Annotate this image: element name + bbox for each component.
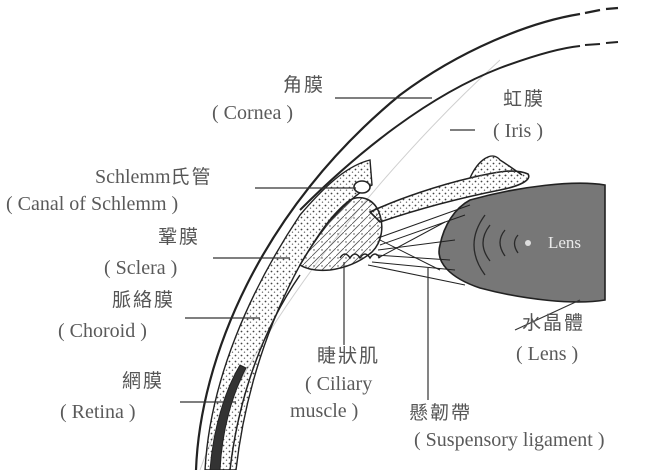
- choroid-label-cn: 脈絡膜: [112, 289, 175, 311]
- lens-center: [525, 240, 531, 246]
- lens-label-cn: 水晶體: [522, 312, 585, 334]
- sclera-label-en: ( Sclera ): [104, 257, 177, 279]
- iris-label-en: ( Iris ): [493, 120, 543, 142]
- cornea-label-en: ( Cornea ): [212, 102, 293, 124]
- canal-of-schlemm: [354, 181, 370, 193]
- choroid-label-en: ( Choroid ): [58, 320, 147, 342]
- lens-label-en: ( Lens ): [516, 343, 578, 365]
- ciliary-label-cn: 睫狀肌: [317, 345, 380, 367]
- retina-label-en: ( Retina ): [60, 401, 136, 423]
- ciliary-label-en2: muscle ): [290, 400, 358, 422]
- suspensory-label-en: ( Suspensory ligament ): [414, 429, 605, 451]
- canal-label-cn: Schlemm氏管: [95, 165, 213, 188]
- ciliary-label-en1: ( Ciliary: [305, 373, 372, 395]
- lens-inner-label: Lens: [548, 232, 581, 254]
- cornea-label-cn: 角膜: [283, 74, 325, 96]
- canal-label-cn-text: 氏管: [171, 166, 213, 188]
- retina-label-cn: 網膜: [122, 370, 164, 392]
- iris-tip: [470, 156, 522, 178]
- iris-label-cn: 虹膜: [503, 88, 545, 110]
- sclera-label-cn: 鞏膜: [158, 226, 200, 248]
- cornea-outer-dash: [585, 8, 618, 13]
- canal-label-en: ( Canal of Schlemm ): [6, 193, 178, 215]
- suspensory-label-cn: 懸韌帶: [409, 402, 472, 424]
- cornea-inner-dash: [585, 42, 618, 45]
- canal-label-prefix: Schlemm: [95, 166, 171, 188]
